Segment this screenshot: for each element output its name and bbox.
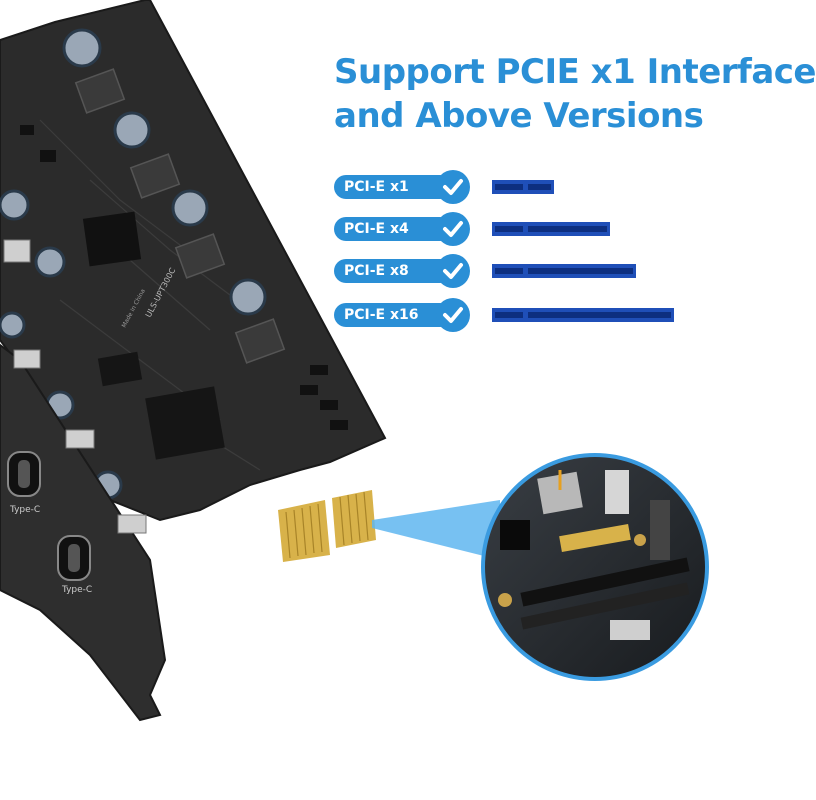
slot-x4-graphic <box>492 222 610 236</box>
check-icon <box>436 298 470 332</box>
port-label-2: Type-C <box>61 585 92 595</box>
zoom-pointer <box>372 500 500 560</box>
headline: Support PCIE x1 Interface and Above Vers… <box>334 50 816 138</box>
main-chip <box>145 386 225 460</box>
inductors <box>74 68 286 364</box>
check-icon <box>436 212 470 246</box>
slot-label: PCI-E x1 <box>334 175 452 199</box>
controller-chip <box>82 211 142 267</box>
slot-label: PCI-E x8 <box>334 259 452 283</box>
slot-x16-graphic <box>492 308 674 322</box>
usb-c-port-2: Type-C <box>57 535 92 595</box>
slot-label: PCI-E x16 <box>334 303 452 327</box>
mounting-bracket <box>0 343 167 722</box>
port-label-1: Type-C <box>9 505 40 515</box>
headline-line-1: Support PCIE x1 Interface <box>334 52 816 92</box>
check-icon <box>436 254 470 288</box>
smd-parts <box>20 125 348 430</box>
headline-line-2: and Above Versions <box>334 96 704 136</box>
capacitors <box>0 28 267 500</box>
internal-connectors <box>3 239 147 534</box>
slot-label: PCI-E x4 <box>334 217 452 241</box>
slot-x1-graphic <box>492 180 554 194</box>
check-icon <box>436 170 470 204</box>
usb-c-port-1: Type-C <box>7 451 41 515</box>
slot-x8-graphic <box>492 264 636 278</box>
zoom-motherboard-photo <box>481 453 709 681</box>
gold-fingers <box>278 490 376 562</box>
pcie-card: ULS-UPT300C Made in China <box>0 0 387 722</box>
